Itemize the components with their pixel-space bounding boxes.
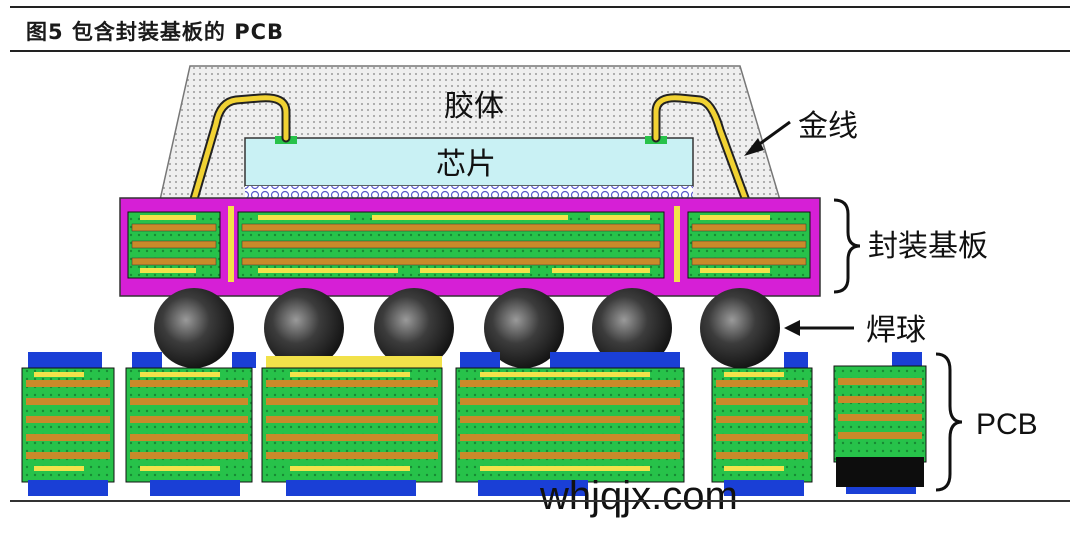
chip	[244, 137, 694, 187]
chip-label: 芯片	[436, 147, 496, 182]
watermark-text: whjqjx.com	[540, 474, 738, 518]
pcb-brace	[935, 352, 963, 492]
title-top-rule	[10, 6, 1070, 8]
colloid-label: 胶体	[444, 89, 504, 124]
solder-ball-arrow	[784, 320, 854, 336]
underfill	[245, 186, 693, 200]
gold-wire-arrow	[744, 120, 791, 156]
pcb-board	[21, 352, 927, 496]
figure-title-bar: 图5 包含封装基板的 PCB	[0, 0, 1080, 52]
watermark-box	[836, 457, 924, 487]
gold-wire-label: 金线	[798, 109, 858, 144]
solder-ball-label: 焊球	[866, 313, 926, 348]
pcb-label: PCB	[976, 408, 1038, 441]
solder-balls	[154, 288, 780, 368]
footer-rule	[10, 500, 1070, 502]
substrate-label: 封装基板	[868, 229, 988, 264]
figure-title: 图5 包含封装基板的 PCB	[26, 20, 285, 44]
substrate-brace	[833, 198, 861, 294]
title-bottom-rule	[10, 50, 1070, 52]
package-substrate	[119, 197, 821, 297]
